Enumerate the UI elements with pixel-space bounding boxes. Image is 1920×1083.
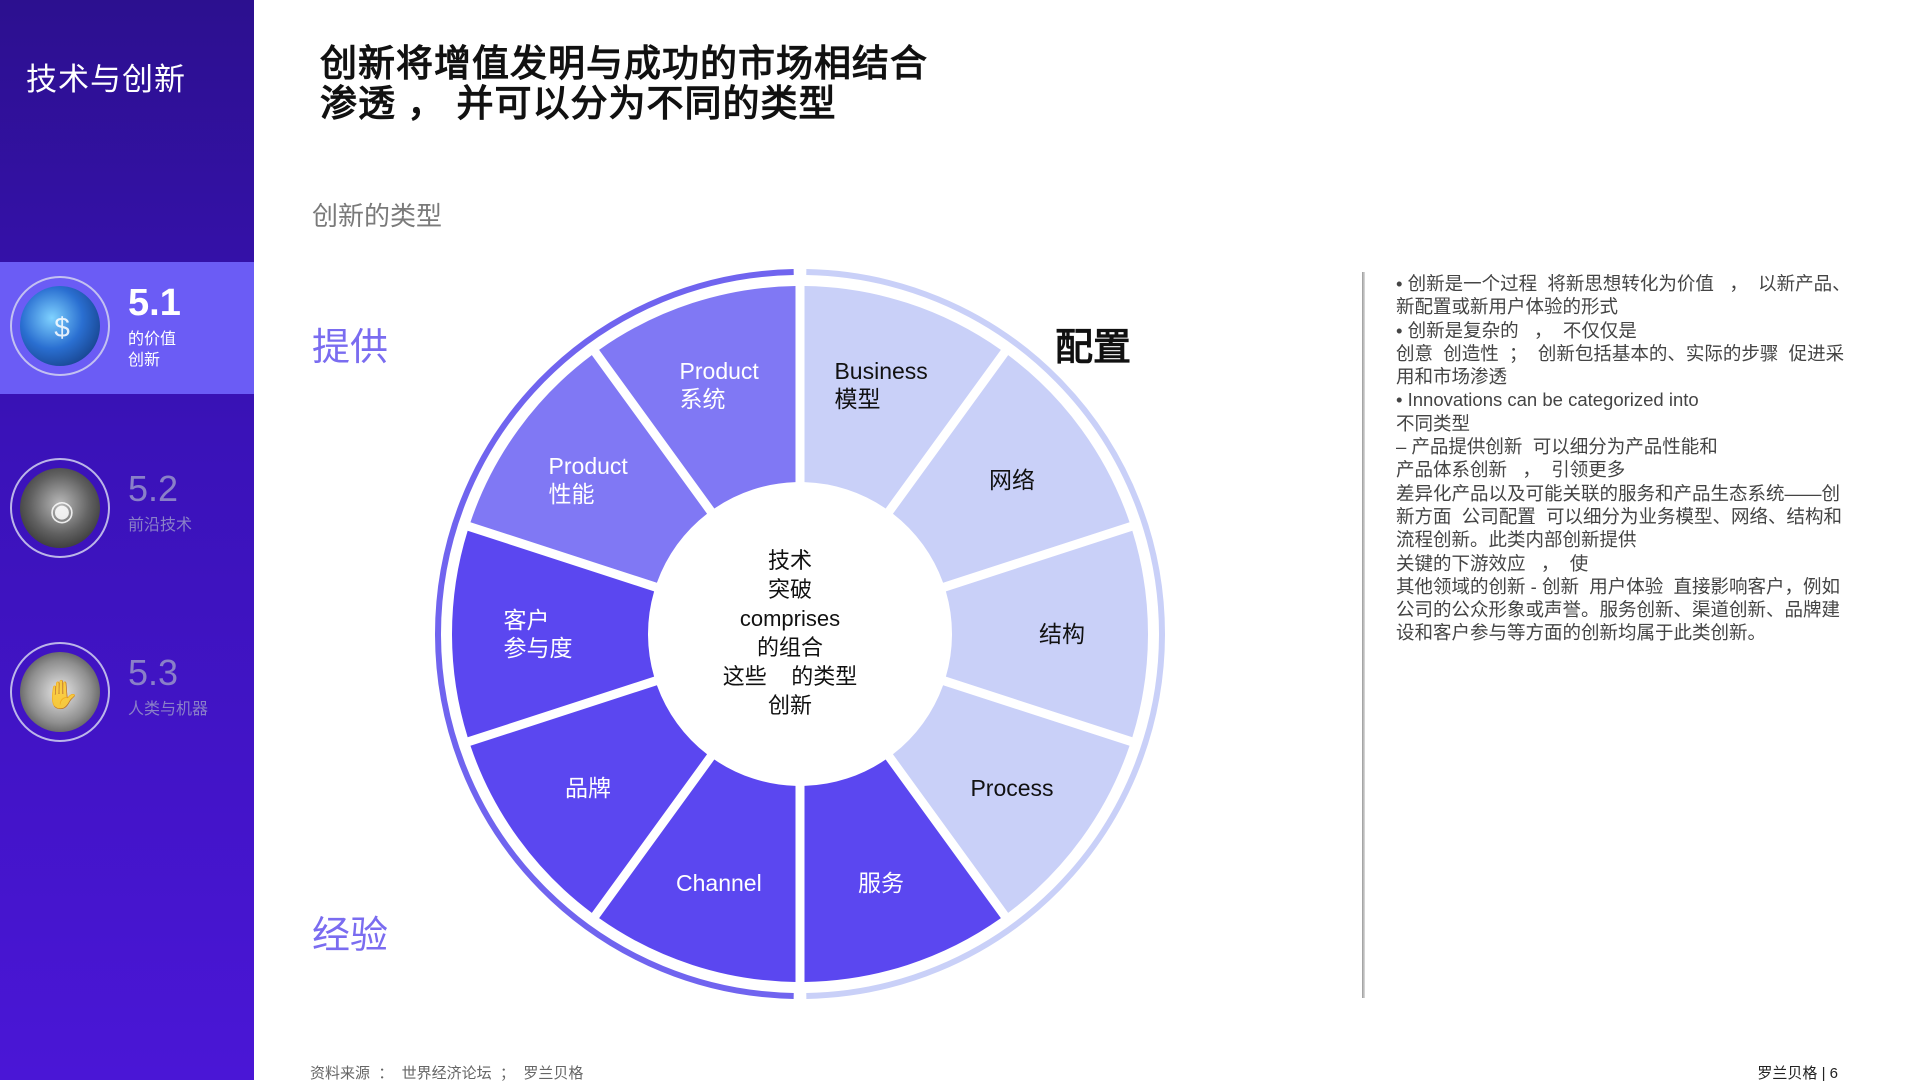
sidebar-item-innovation-value[interactable]: $ 5.1 的价值 创新 bbox=[0, 262, 254, 394]
section-title: 技术与创新 bbox=[26, 62, 186, 97]
notes-line: 用和市场渗透 bbox=[1396, 366, 1508, 388]
wheel-segment-label: Process bbox=[970, 774, 1054, 801]
wheel-segment-configuration bbox=[892, 355, 1130, 583]
sidebar-item-number: 5.2 bbox=[128, 468, 179, 509]
notes-line: 流程创新。此类内部创新提供 bbox=[1396, 529, 1637, 551]
center-text-line: 的组合 bbox=[756, 635, 823, 660]
wheel-center-text: 技术 突破 comprises 的组合 这些 的类型 创新 bbox=[690, 546, 890, 720]
page-title-line: 创新将增值发明与成功的市场相结合 bbox=[320, 43, 928, 84]
notes-line: 新方面 公司配置 可以细分为业务模型、网络、结构和 bbox=[1396, 505, 1843, 527]
notes-line: 设和客户参与等方面的创新均属于此类创新。 bbox=[1396, 622, 1767, 644]
sidebar-item-label: 的价值 bbox=[128, 331, 177, 348]
notes-line: 产品体系创新 ， 引领更多 bbox=[1396, 459, 1626, 481]
wheel-segment-experience bbox=[452, 530, 655, 738]
sidebar-item-frontier-tech[interactable]: ◉ 5.2 前沿技术 bbox=[0, 444, 254, 576]
handshake-icon: ✋ bbox=[10, 642, 110, 742]
footer-source: 资料来源 ： 世界经济论坛 ； 罗兰贝格 bbox=[310, 1065, 584, 1082]
wheel-segment-experience bbox=[804, 759, 1001, 982]
money-growth-icon: $ bbox=[10, 276, 110, 376]
outer-ring-configuration bbox=[806, 269, 1165, 999]
wheel-segment-label: 客户参与度 bbox=[503, 607, 573, 661]
notes-line: 创意 创造性 ； 创新包括基本的、实际的步骤 促进采 bbox=[1396, 342, 1845, 364]
notes-line: • 创新是一个过程 将新思想转化为价值 ， 以新产品、 bbox=[1396, 273, 1851, 294]
notes-divider bbox=[1362, 272, 1365, 998]
wheel-segment-offer bbox=[470, 355, 708, 583]
sidebar-item-label: 前沿技术 bbox=[128, 517, 193, 534]
center-text-line: 突破 bbox=[767, 577, 812, 602]
diagram-subtitle: 创新的类型 bbox=[312, 201, 443, 231]
notes-line: 其他领域的创新 - 创新 用户体验 直接影响客户，例如 bbox=[1396, 575, 1841, 597]
wheel-segment-label: 品牌 bbox=[565, 774, 612, 801]
notes-line: • 创新是复杂的 ， 不仅仅是 bbox=[1396, 319, 1637, 341]
wheel-segment-label: Channel bbox=[676, 870, 762, 897]
notes-line: 差异化产品以及可能关联的服务和产品生态系统——创 bbox=[1396, 482, 1841, 504]
center-text-line: 这些 的类型 bbox=[722, 664, 858, 689]
sidebar: 技术与创新 $ 5.1 的价值 创新 ◉ 5.2 前沿技术 ✋ 5.3 人类与机… bbox=[0, 0, 254, 1080]
sidebar-item-label: 创新 bbox=[128, 352, 161, 369]
center-text-line: 创新 bbox=[767, 693, 812, 718]
sidebar-item-label: 人类与机器 bbox=[128, 701, 209, 718]
sidebar-item-human-machine[interactable]: ✋ 5.3 人类与机器 bbox=[0, 628, 254, 760]
sidebar-item-number: 5.1 bbox=[128, 282, 181, 324]
footer-page-number: 罗兰贝格 | 6 bbox=[1757, 1065, 1838, 1082]
quadrant-label-experience: 经验 bbox=[312, 915, 389, 957]
quadrant-label-configuration: 配置 bbox=[1055, 327, 1132, 369]
notes-line: 关键的下游效应 ， 使 bbox=[1396, 552, 1589, 574]
wheel-segment-experience bbox=[599, 759, 796, 982]
wheel-segment-label: 服务 bbox=[857, 870, 904, 897]
wheel-segment-configuration bbox=[892, 685, 1130, 913]
notes-line: 公司的公众形象或声誉。服务创新、渠道创新、品牌建 bbox=[1396, 599, 1841, 621]
page-title: 创新将增值发明与成功的市场相结合 渗透 ， 并可以分为不同的类型 bbox=[320, 44, 928, 124]
outer-ring-offer-experience bbox=[435, 269, 794, 999]
ai-brain-icon: ◉ bbox=[10, 458, 110, 558]
notes-panel: • 创新是一个过程 将新思想转化为价值 ， 以新产品、新配置或新用户体验的形式•… bbox=[1396, 272, 1882, 645]
notes-line: 新配置或新用户体验的形式 bbox=[1396, 296, 1619, 318]
wheel-segment-label: 结构 bbox=[1039, 621, 1085, 647]
center-text-line: 技术 bbox=[767, 548, 812, 573]
center-text-line: comprises bbox=[739, 606, 841, 631]
wheel-segment-label: 网络 bbox=[988, 467, 1035, 493]
sidebar-item-number: 5.3 bbox=[128, 652, 179, 693]
wheel-segment-configuration bbox=[804, 286, 1001, 509]
quadrant-label-offer: 提供 bbox=[312, 327, 389, 369]
notes-line: • Innovations can be categorized into bbox=[1396, 389, 1699, 411]
wheel-segment-offer bbox=[599, 286, 796, 509]
page-title-line: 渗透 ， 并可以分为不同的类型 bbox=[320, 83, 837, 124]
notes-line: – 产品提供创新 可以细分为产品性能和 bbox=[1396, 436, 1718, 458]
wheel-center bbox=[650, 484, 950, 784]
wheel-segment-experience bbox=[470, 685, 708, 913]
notes-line: 不同类型 bbox=[1396, 412, 1471, 434]
wheel-segment-configuration bbox=[945, 530, 1148, 738]
innovation-types-wheel bbox=[435, 269, 1165, 999]
